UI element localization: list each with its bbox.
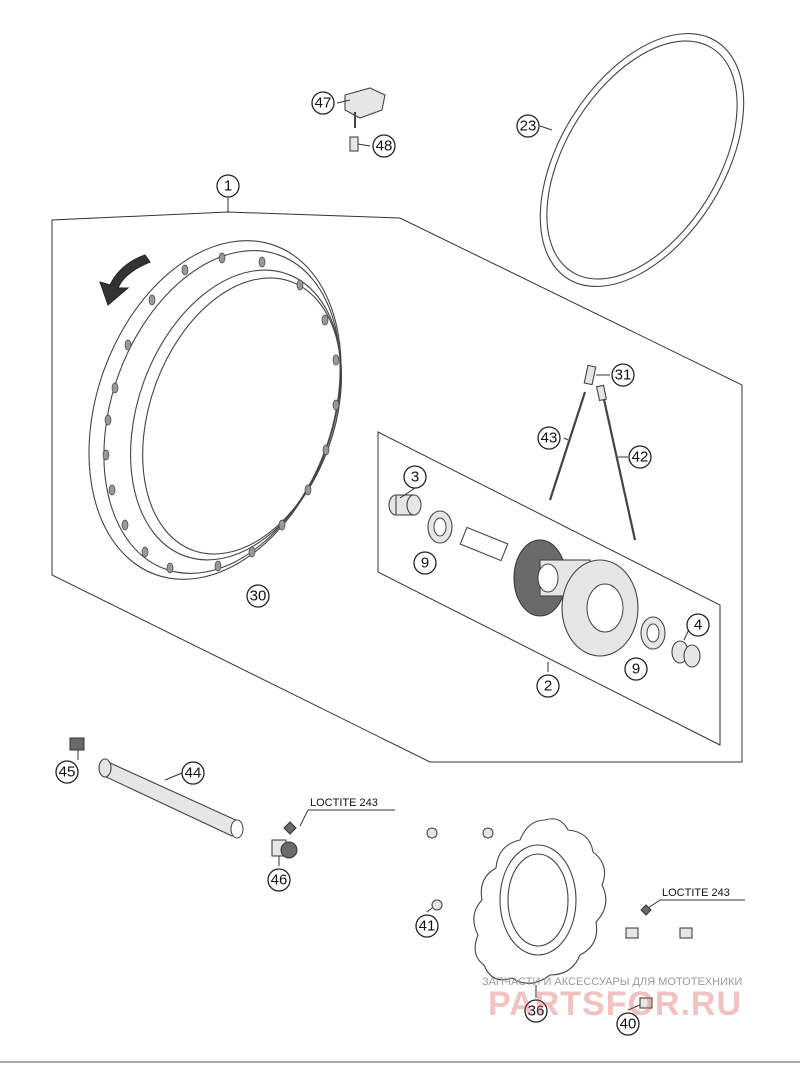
axle	[98, 758, 244, 839]
spoke-nipple	[583, 364, 597, 386]
callout-3: 3	[403, 465, 427, 489]
svg-text:3: 3	[411, 469, 419, 486]
axle-screw	[271, 821, 298, 859]
brake-disc	[473, 818, 607, 984]
svg-text:2: 2	[544, 678, 552, 695]
wheel-group-outline	[51, 211, 743, 763]
spacer-left	[388, 494, 422, 516]
callout-43: 43	[537, 426, 561, 450]
valve	[349, 136, 359, 152]
callout-46: 46	[267, 868, 291, 892]
spoke-a	[548, 391, 587, 501]
svg-text:45: 45	[59, 764, 76, 781]
hub-group-outline	[377, 431, 721, 746]
spoke-nipple-2	[595, 384, 608, 402]
callout-1: 1	[216, 174, 240, 198]
callout-44: 44	[181, 761, 205, 785]
callout-9-left: 9	[413, 551, 437, 575]
axle-nut	[69, 737, 85, 751]
loctite-note-disc: LOCTITE 243	[662, 887, 730, 899]
callout-30: 30	[246, 584, 270, 608]
callout-45: 45	[55, 760, 79, 784]
callout-4: 4	[686, 613, 710, 637]
svg-text:44: 44	[185, 765, 202, 782]
callout-40: 40	[616, 1012, 640, 1036]
callout-41: 41	[415, 914, 439, 938]
callout-9-right: 9	[624, 657, 648, 681]
svg-text:4: 4	[694, 617, 702, 634]
callout-2: 2	[536, 674, 560, 698]
svg-text:46: 46	[271, 872, 288, 889]
svg-text:47: 47	[315, 95, 332, 112]
svg-text:48: 48	[376, 138, 393, 155]
callout-31: 31	[611, 363, 635, 387]
callout-48: 48	[372, 134, 396, 158]
hub	[513, 539, 639, 657]
svg-text:9: 9	[421, 555, 429, 572]
callout-23: 23	[516, 114, 540, 138]
loctite-note-axle: LOCTITE 243	[310, 797, 378, 809]
spacer-right	[671, 640, 701, 668]
leader-lines	[77, 99, 745, 1011]
svg-text:41: 41	[419, 918, 436, 935]
tyre	[539, 33, 745, 287]
svg-text:1: 1	[224, 178, 232, 195]
svg-text:42: 42	[632, 449, 649, 466]
rim	[88, 240, 342, 580]
watermark-caption: ЗАПЧАСТИ И АКСЕССУАРЫ ДЛЯ МОТОТЕХНИКИ	[482, 976, 742, 988]
svg-text:31: 31	[615, 367, 632, 384]
watermark-logo: PARTSFOR.RU	[488, 985, 742, 1023]
svg-text:40: 40	[620, 1016, 637, 1033]
callout-36: 36	[524, 999, 548, 1023]
rotation-arrow-icon	[99, 254, 151, 306]
callout-42: 42	[628, 445, 652, 469]
svg-text:23: 23	[520, 118, 537, 135]
svg-text:43: 43	[541, 430, 558, 447]
hub-sleeve	[459, 526, 509, 562]
spoke-b	[601, 394, 637, 541]
svg-text:9: 9	[632, 661, 640, 678]
bearing-right	[640, 616, 666, 650]
svg-text:36: 36	[528, 1003, 545, 1020]
disc-bolt-nuts	[426, 827, 494, 911]
bearing-left	[427, 510, 453, 544]
callout-47: 47	[311, 91, 335, 115]
valve-cap	[344, 87, 386, 128]
svg-text:30: 30	[250, 588, 267, 605]
